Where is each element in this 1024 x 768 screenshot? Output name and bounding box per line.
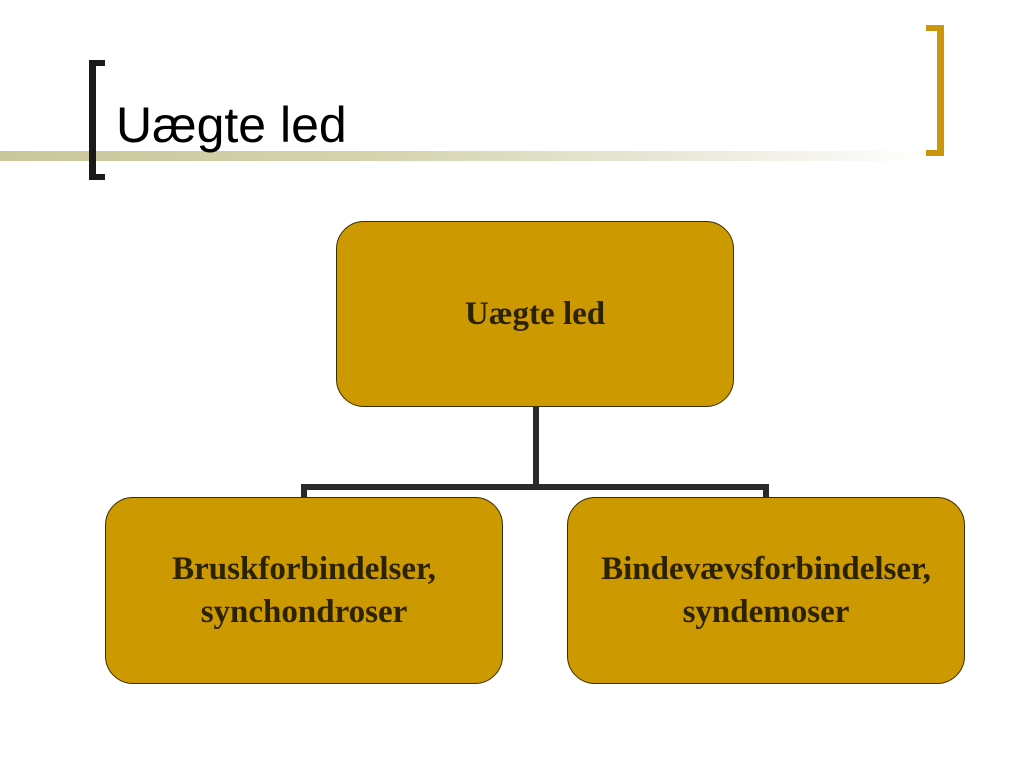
diagram-node-right: Bindevævsforbindelser, syndemoser <box>567 497 965 684</box>
diagram-node-root: Uægte led <box>336 221 734 407</box>
diagram-node-right-line1: Bindevævsforbindelser, <box>601 550 931 587</box>
left-bracket-decoration <box>89 60 105 180</box>
diagram-node-left: Bruskforbindelser, synchondroser <box>105 497 503 684</box>
right-bracket-decoration <box>926 25 944 156</box>
diagram-node-right-line2: syndemoser <box>682 593 850 630</box>
diagram-node-root-label: Uægte led <box>464 295 606 332</box>
diagram-node-left-line1: Bruskforbindelser, <box>172 550 436 587</box>
slide-title: Uægte led <box>116 97 347 153</box>
diagram-node-left-line2: synchondroser <box>200 593 408 630</box>
title-underline-rule <box>0 151 930 161</box>
